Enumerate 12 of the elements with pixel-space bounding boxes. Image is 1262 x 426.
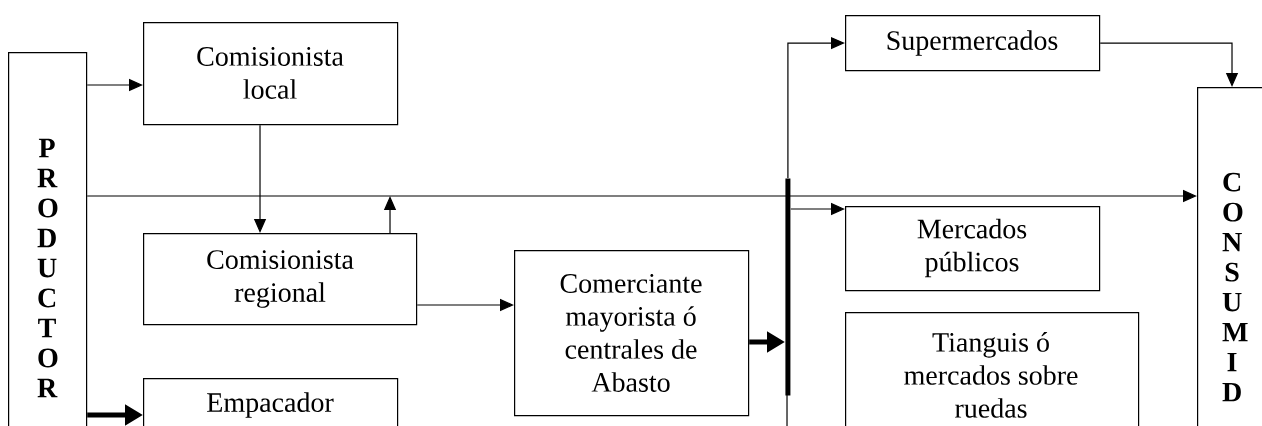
process-box: Tianguis ó mercados sobre ruedas bbox=[845, 312, 1140, 426]
arrow bbox=[1099, 42, 1239, 87]
process-box: Comisionista regional bbox=[143, 233, 418, 326]
actor-box: P R O D U C T O R bbox=[8, 52, 88, 426]
arrow bbox=[787, 36, 845, 179]
process-box: Mercados públicos bbox=[845, 206, 1101, 292]
process-box: Comerciante mayorista ó centrales de Abasto bbox=[514, 250, 750, 417]
process-box: Empacador bbox=[143, 378, 399, 426]
bus-bar bbox=[785, 178, 791, 426]
process-box: Supermercados bbox=[845, 15, 1101, 72]
actor-box: C O N S U M I D bbox=[1197, 87, 1262, 426]
process-box: Comisionista local bbox=[143, 22, 399, 126]
